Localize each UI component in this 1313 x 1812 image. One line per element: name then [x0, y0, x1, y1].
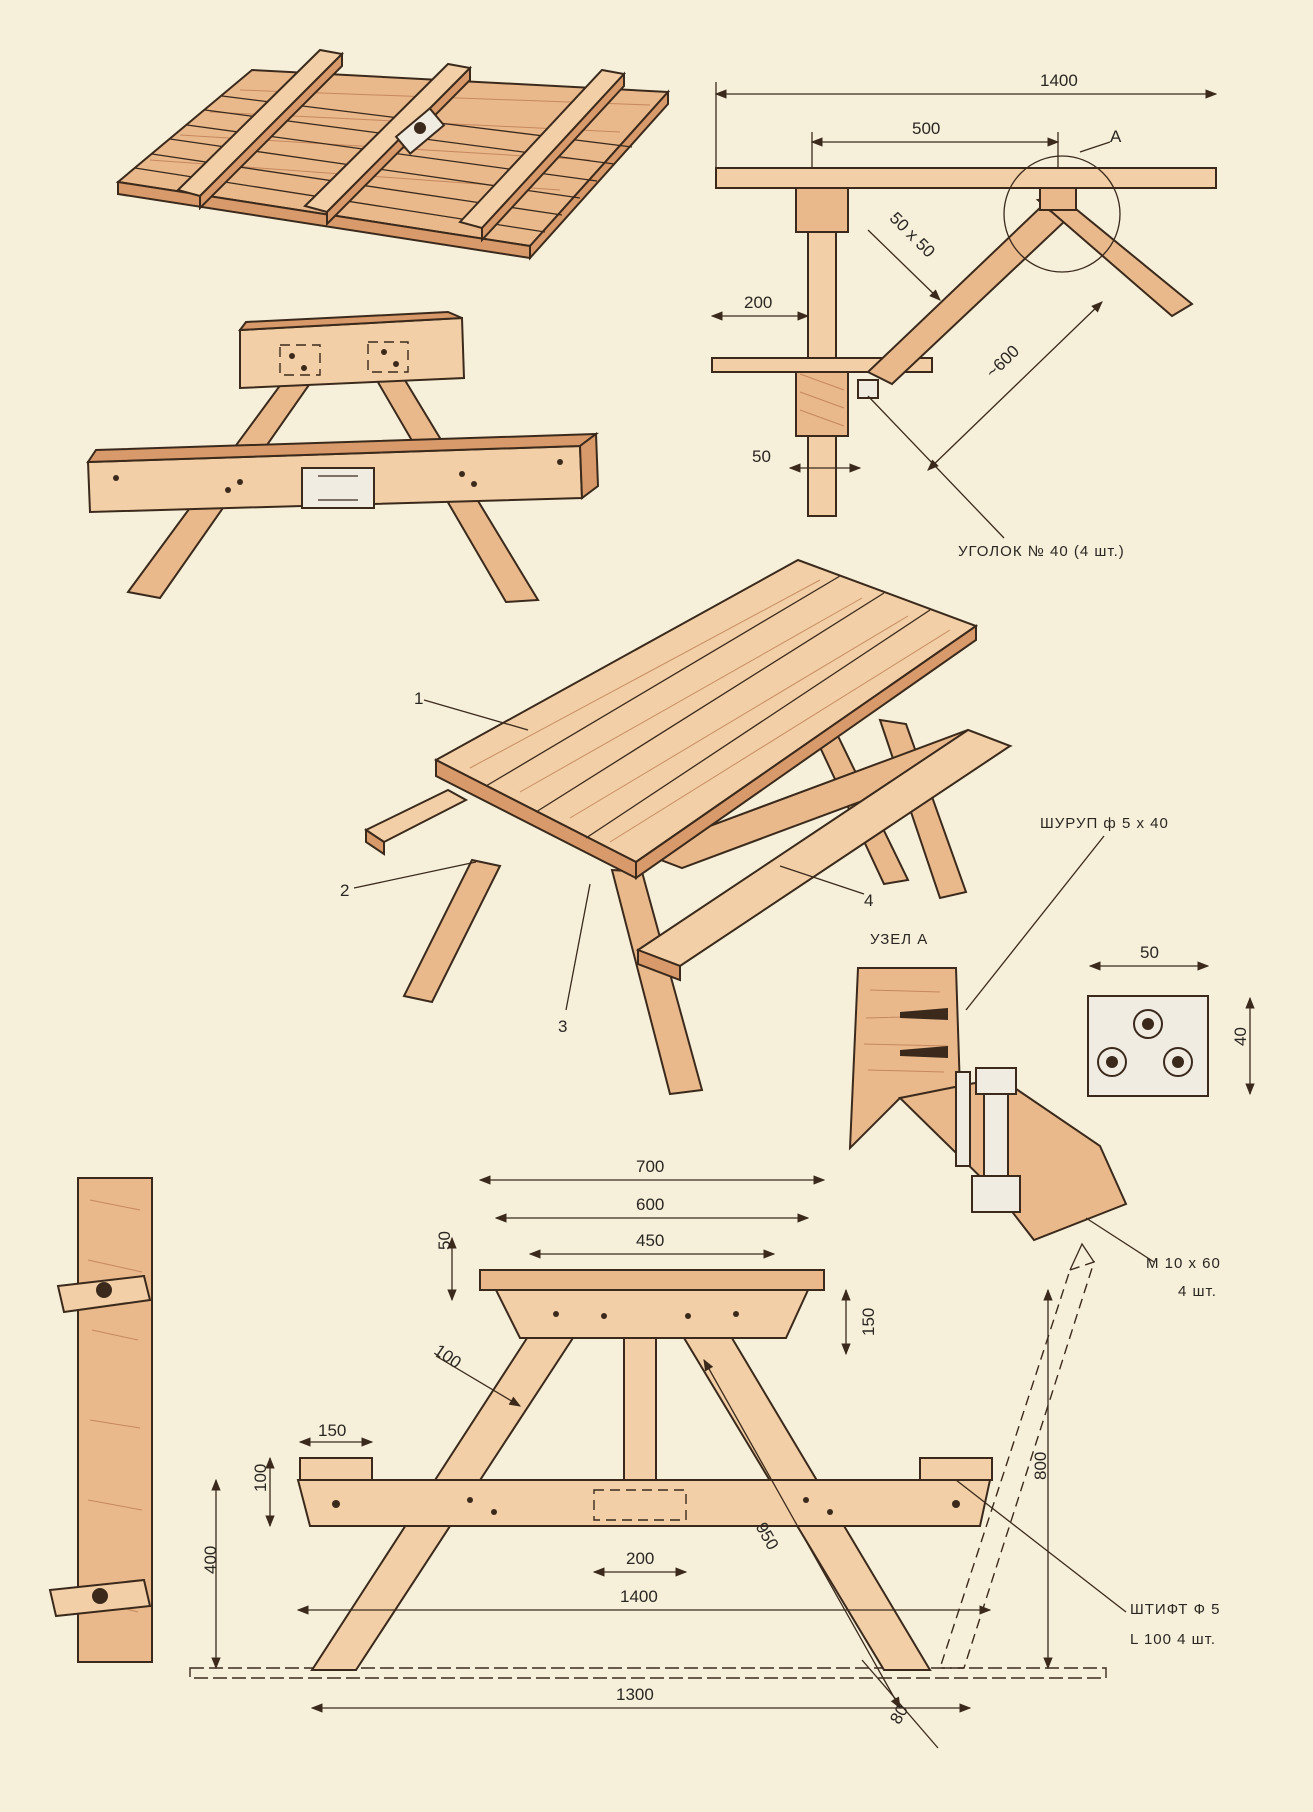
dim-seat-height: 400 [201, 1546, 220, 1574]
seat-crossbar-elevation [296, 1479, 992, 1527]
dim-base: 1300 [616, 1685, 654, 1704]
corner-label: УГОЛОК № 40 (4 шт.) [958, 543, 1125, 560]
screw-label: ШУРУП ф 5 х 40 [1040, 815, 1169, 832]
seat-block-left [299, 1457, 373, 1481]
pin-label-line1: ШТИФТ Ф 5 [1130, 1601, 1221, 1618]
dim-post: 50 [752, 447, 771, 466]
apron [494, 1289, 810, 1339]
node-a-circle [1003, 155, 1121, 273]
plate-width: 50 [1140, 943, 1159, 962]
frame-end-view [86, 310, 600, 604]
dim-leg-foot: 80 [886, 1702, 912, 1728]
seat-block-right [919, 1457, 993, 1481]
section-tabletop [715, 167, 1217, 189]
part-label-1: 1 [414, 689, 423, 708]
dim-width: 500 [912, 119, 940, 138]
bolt-label-line2: 4 шт. [1178, 1283, 1217, 1300]
dim-top-mid: 600 [636, 1195, 664, 1214]
part-label-4: 4 [864, 891, 873, 910]
node-a-detail: УЗЕЛ А М 10 х 60 4 шт. 50 40 [848, 931, 1255, 1300]
section-brace-right [1035, 194, 1194, 318]
tabletop-underside-view [115, 48, 671, 261]
dim-length: 1400 [1040, 71, 1078, 90]
node-brace [897, 1076, 1128, 1242]
front-elevation-view: 700 600 450 50 150 100 150 100 400 200 1… [189, 1157, 1221, 1749]
assembled-table-view: 1 2 3 4 ШУРУП ф 5 х 40 [340, 558, 1169, 1096]
dim-top-thickness: 50 [435, 1231, 454, 1250]
part-label-2: 2 [340, 881, 349, 900]
side-board-view [48, 1177, 153, 1663]
cross-section-view: 1400 500 А 50 x 50 200 ~600 50 УГОЛОК № … [710, 71, 1218, 560]
seat-left [363, 788, 469, 844]
dim-top-outer: 700 [636, 1157, 664, 1176]
dim-leg-width: 100 [431, 1341, 465, 1373]
dim-brace: ~600 [982, 342, 1023, 382]
bolt-head [975, 1067, 1017, 1095]
plate-height: 40 [1231, 1027, 1250, 1046]
dim-height: 800 [1031, 1452, 1050, 1480]
dim-offset: 200 [744, 293, 772, 312]
dim-section: 50 x 50 [886, 208, 939, 261]
node-marker: А [1110, 127, 1122, 146]
dim-center-block: 200 [626, 1549, 654, 1568]
front-leg-right [610, 868, 704, 1096]
node-detail-title: УЗЕЛ А [870, 931, 928, 948]
frame-bracket [301, 467, 375, 509]
dim-seat-length: 1400 [620, 1587, 658, 1606]
part-label-3: 3 [558, 1017, 567, 1036]
tabletop-elevation [479, 1269, 825, 1291]
dim-seat-thickness: 100 [251, 1464, 270, 1492]
section-post [807, 187, 837, 517]
bolt-label-line1: М 10 х 60 [1146, 1255, 1221, 1272]
dim-apron: 150 [859, 1308, 878, 1336]
bolt-nut [971, 1175, 1021, 1213]
dim-top-inner: 450 [636, 1231, 664, 1250]
dim-seat-block: 150 [318, 1421, 346, 1440]
pin-label-line2: L 100 4 шт. [1130, 1631, 1216, 1648]
corner-angle [955, 1071, 971, 1167]
front-leg-left [402, 858, 502, 1004]
